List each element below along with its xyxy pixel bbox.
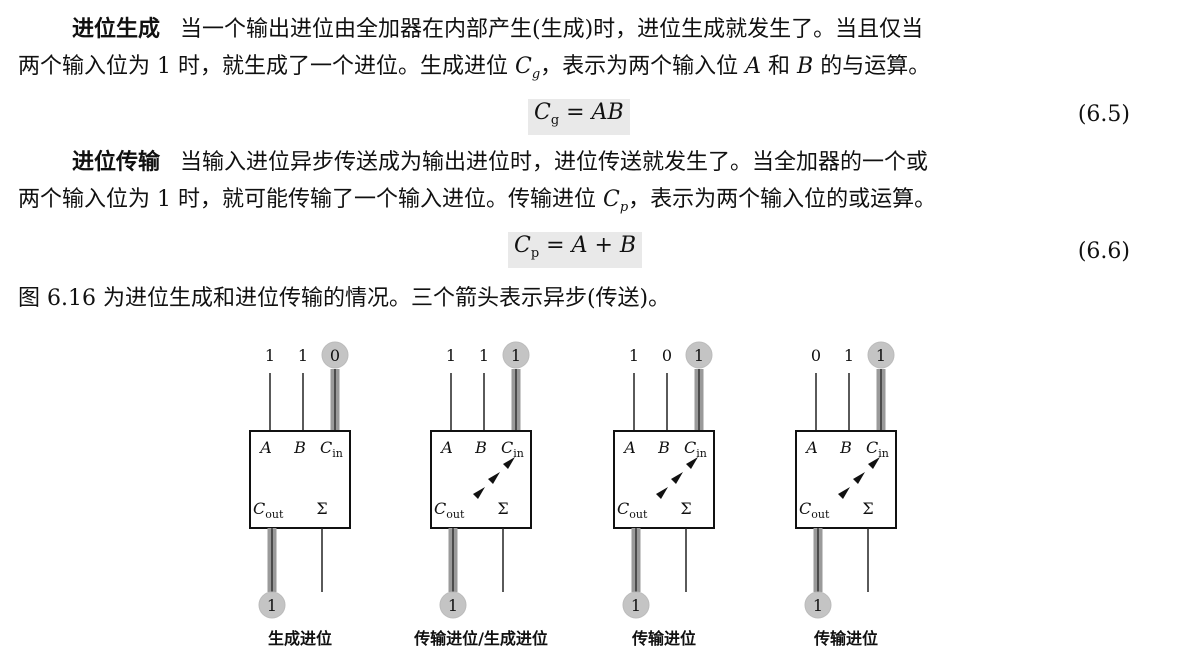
para2-line2-a: 两个输入位为 1 时，就可能传输了一个输入进位。传输进位: [18, 187, 603, 212]
para1-var-a: A: [745, 54, 762, 79]
pin-label-b: B: [657, 438, 670, 457]
input-a-value: 1: [446, 346, 456, 365]
para1-line2-a: 两个输入位为 1 时，就生成了一个进位。生成进位: [18, 54, 515, 79]
para1-var-sub: g: [531, 67, 541, 82]
adder-caption: 生成进位: [268, 629, 332, 648]
pin-label-a: A: [439, 438, 453, 457]
pin-label-cout: Cout: [617, 499, 648, 521]
carry-out-value: 1: [448, 596, 458, 615]
propagate-arrow-2: [671, 472, 683, 484]
adder-caption: 传输进位: [631, 629, 696, 648]
para1-var-b: B: [797, 54, 814, 79]
pin-label-sum: Σ: [862, 499, 873, 518]
pin-label-a: A: [804, 438, 818, 457]
propagate-arrow-3: [838, 487, 850, 499]
para2-line2-end: ，表示为两个输入位的或运算。: [628, 187, 937, 212]
para2-line2: 两个输入位为 1 时，就可能传输了一个输入进位。传输进位 Cp，表示为两个输入位…: [18, 186, 936, 222]
eq2-lhs: C: [514, 233, 531, 258]
eq1-lhs-sub: g: [550, 113, 560, 128]
equation-number-6-6: (6.6): [1077, 239, 1130, 264]
adder-caption: 传输进位/生成进位: [413, 629, 548, 648]
adder-box: [430, 430, 532, 529]
propagate-arrow-1: [503, 457, 515, 469]
pin-label-cout: Cout: [253, 499, 284, 521]
adder-box: [795, 430, 897, 529]
pin-label-a: A: [622, 438, 636, 457]
propagate-arrow-2: [488, 472, 500, 484]
carry-out-bubble: [258, 591, 286, 619]
pin-label-sum: Σ: [680, 499, 691, 518]
carry-in-bubble: [685, 341, 713, 369]
para2-line1: 进位传输当输入进位异步传送成为输出进位时，进位传送就发生了。当全加器的一个或: [72, 149, 928, 177]
input-b-value: 1: [844, 346, 854, 365]
equation-number-6-5: (6.5): [1077, 102, 1130, 127]
adder-caption: 传输进位: [813, 629, 878, 648]
carry-in-value: 1: [876, 346, 886, 365]
carry-out-bubble: [622, 591, 650, 619]
pin-label-cin: Cin: [684, 438, 707, 460]
adder-box: [613, 430, 715, 529]
carry-out-bubble: [804, 591, 832, 619]
pin-label-cout: Cout: [434, 499, 465, 521]
pin-label-cin: Cin: [866, 438, 889, 460]
equation-6-6: Cp = A + B: [508, 232, 643, 268]
eq2-lhs-sub: p: [530, 246, 540, 261]
propagate-arrow-2: [853, 472, 865, 484]
eq1-lhs: C: [534, 100, 551, 125]
figure-intro-line: 图 6.16 为进位生成和进位传输的情况。三个箭头表示异步(传送)。: [18, 286, 671, 311]
carry-in-bubble: [502, 341, 530, 369]
carry-in-value: 1: [511, 346, 521, 365]
pin-label-cin: Cin: [501, 438, 524, 460]
para1-line2-end: 的与运算。: [813, 54, 931, 79]
pin-label-b: B: [474, 438, 487, 457]
pin-label-b: B: [293, 438, 306, 457]
eq1-rhs: = AB: [566, 100, 624, 125]
para1-line1: 进位生成当一个输出进位由全加器在内部产生(生成)时，进位生成就发生了。当且仅当: [72, 16, 923, 44]
para1-var-c: C: [514, 54, 532, 79]
adder-box: [249, 430, 351, 529]
input-a-value: 1: [629, 346, 639, 365]
pin-label-sum: Σ: [316, 499, 327, 518]
equation-6-5: Cg = AB: [528, 99, 630, 135]
term-carry-propagate: 进位传输: [72, 150, 161, 175]
propagate-arrow-1: [868, 457, 880, 469]
carry-in-value: 1: [694, 346, 704, 365]
input-a-value: 1: [265, 346, 275, 365]
input-a-value: 0: [811, 346, 821, 365]
carry-out-bubble: [439, 591, 467, 619]
para1-line2-mid: 和: [761, 54, 798, 79]
para1-text1: 当一个输出进位由全加器在内部产生(生成)时，进位生成就发生了。当且仅当: [180, 17, 924, 42]
propagate-arrow-3: [656, 487, 668, 499]
para2-var-c: C: [602, 187, 620, 212]
pin-label-b: B: [839, 438, 852, 457]
propagate-arrow-1: [686, 457, 698, 469]
carry-in-value: 0: [330, 346, 340, 365]
term-carry-generate: 进位生成: [72, 17, 161, 42]
para1-line2: 两个输入位为 1 时，就生成了一个进位。生成进位 Cg，表示为两个输入位 A 和…: [18, 53, 930, 89]
carry-in-bubble: [321, 341, 349, 369]
carry-out-value: 1: [813, 596, 823, 615]
para2-text1: 当输入进位异步传送成为输出进位时，进位传送就发生了。当全加器的一个或: [180, 150, 929, 175]
pin-label-sum: Σ: [497, 499, 508, 518]
para1-line2-b: ，表示为两个输入位: [540, 54, 746, 79]
carry-in-bubble: [867, 341, 895, 369]
para2-var-sub: p: [619, 200, 629, 215]
propagate-arrow-3: [473, 487, 485, 499]
carry-out-value: 1: [631, 596, 641, 615]
input-b-value: 0: [662, 346, 672, 365]
pin-label-a: A: [258, 438, 272, 457]
input-b-value: 1: [298, 346, 308, 365]
input-b-value: 1: [479, 346, 489, 365]
pin-label-cin: Cin: [320, 438, 343, 460]
pin-label-cout: Cout: [799, 499, 830, 521]
eq2-rhs: = A + B: [546, 233, 637, 258]
carry-out-value: 1: [267, 596, 277, 615]
